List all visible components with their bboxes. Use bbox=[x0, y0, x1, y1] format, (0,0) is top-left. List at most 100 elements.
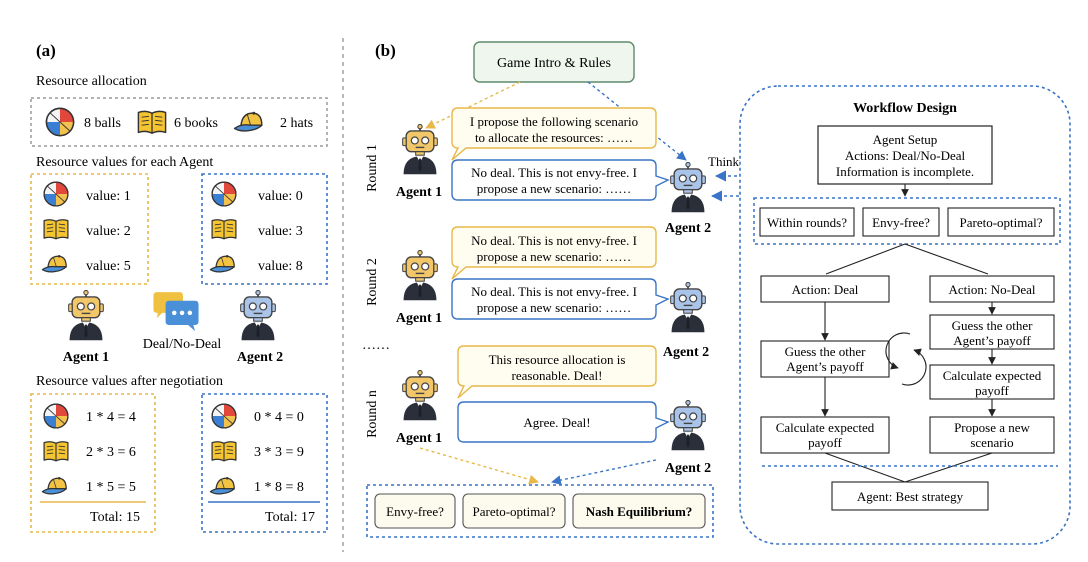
action-deal: Action: Deal bbox=[792, 282, 859, 297]
agent-setup-box bbox=[817, 125, 993, 185]
agent1-robot-icon bbox=[401, 124, 439, 176]
panel-a-label: (a) bbox=[36, 41, 56, 60]
calc-left-box bbox=[760, 416, 890, 454]
bubble1-line1: I propose the following scenario bbox=[470, 114, 638, 129]
action-nodeal: Action: No-Deal bbox=[948, 282, 1035, 297]
guess-left-line1: Guess the other bbox=[785, 344, 867, 359]
agent-setup-line3: Information is incomplete. bbox=[836, 164, 974, 179]
bubble5-line1: This resource allocation is bbox=[489, 352, 626, 367]
book-icon bbox=[137, 110, 167, 134]
ball-icon bbox=[43, 181, 69, 207]
panel-b: (b) Game Intro & Rules Round 1 Round 2 R… bbox=[362, 41, 790, 538]
bubble6-line1: Agree. Deal! bbox=[523, 415, 590, 430]
agent2-robot-icon bbox=[669, 162, 707, 214]
book-icon bbox=[211, 219, 237, 240]
agent2-robot-icon bbox=[239, 290, 277, 342]
agent-setup-line1: Agent Setup bbox=[873, 132, 938, 147]
chat-icon bbox=[153, 292, 199, 332]
ball-icon bbox=[45, 107, 75, 137]
check-envy: Envy-free? bbox=[872, 215, 930, 230]
calc-left-line1: Calculate expected bbox=[776, 420, 875, 435]
agent2-label: Agent 2 bbox=[237, 350, 283, 365]
agent1-to-checks-arrow bbox=[419, 447, 539, 485]
check-envy-box bbox=[862, 207, 940, 237]
bubble1-line2: to allocate the resources: …… bbox=[475, 130, 633, 145]
workflow-panel: Workflow Design Agent Setup Actions: Dea… bbox=[739, 85, 1071, 545]
bubble5-line2: reasonable. Deal! bbox=[512, 368, 603, 383]
bubble-round2-agent1 bbox=[451, 226, 657, 280]
guess-right-line1: Guess the other bbox=[952, 318, 1034, 333]
agent1-label-roundn: Agent 1 bbox=[396, 431, 442, 446]
bubble2-line2: propose a new scenario: …… bbox=[477, 181, 632, 196]
agent1-label: Agent 1 bbox=[63, 350, 109, 365]
book-icon bbox=[43, 219, 69, 240]
agent2-after-ball: 0 * 4 = 0 bbox=[254, 410, 304, 425]
calc-left-line2: payoff bbox=[808, 435, 842, 450]
agent1-value-hat: value: 5 bbox=[86, 259, 131, 274]
agent2-after-book: 3 * 3 = 9 bbox=[254, 445, 304, 460]
branch-line-left bbox=[825, 243, 906, 275]
resource-allocation-title: Resource allocation bbox=[36, 74, 147, 89]
agent2-robot-icon bbox=[669, 400, 707, 452]
bubble4-line2: propose a new scenario: …… bbox=[477, 300, 632, 315]
guess-left-line2: Agent’s payoff bbox=[786, 359, 864, 374]
bubble-roundn-agent2 bbox=[457, 401, 670, 443]
agent2-value-ball: value: 0 bbox=[258, 189, 303, 204]
item-books: 6 books bbox=[174, 116, 218, 131]
item-balls: 8 balls bbox=[84, 116, 121, 131]
check-pareto-box bbox=[462, 493, 566, 529]
agent1-robot-icon bbox=[67, 290, 105, 342]
bubble-round1-agent2 bbox=[451, 159, 670, 201]
ball-icon bbox=[211, 403, 237, 429]
check-pareto-wf-box bbox=[947, 207, 1055, 237]
agent1-value-ball: value: 1 bbox=[86, 189, 131, 204]
check-within-rounds: Within rounds? bbox=[767, 215, 847, 230]
after-title: Resource values after negotiation bbox=[36, 374, 223, 389]
item-hats: 2 hats bbox=[280, 116, 313, 131]
agent1-after-book: 2 * 3 = 6 bbox=[86, 445, 136, 460]
calc-right-line2: payoff bbox=[975, 383, 1009, 398]
panel-a: (a) Resource allocation 8 balls 6 books … bbox=[30, 41, 328, 533]
deal-nodeal-label: Deal/No-Deal bbox=[143, 337, 222, 352]
check-pareto-wf: Pareto-optimal? bbox=[959, 215, 1042, 230]
agent1-label-round2: Agent 1 bbox=[396, 311, 442, 326]
check-nash: Nash Equilibrium? bbox=[586, 504, 693, 519]
ball-icon bbox=[43, 403, 69, 429]
agent2-to-checks-arrow bbox=[551, 459, 657, 485]
ball-icon bbox=[211, 181, 237, 207]
agent2-value-book: value: 3 bbox=[258, 224, 303, 239]
round-1-label: Round 1 bbox=[365, 144, 380, 192]
check-envy-free: Envy-free? bbox=[386, 504, 444, 519]
agent2-after-hat: 1 * 8 = 8 bbox=[254, 480, 304, 495]
check-nash-box bbox=[572, 493, 706, 529]
agent2-robot-icon bbox=[669, 282, 707, 334]
bubble2-line1: No deal. This is not envy-free. I bbox=[471, 165, 637, 180]
agent1-after-ball: 1 * 4 = 4 bbox=[86, 410, 136, 425]
agent-setup-line2: Actions: Deal/No-Deal bbox=[845, 148, 966, 163]
best-strategy: Agent: Best strategy bbox=[857, 489, 964, 504]
bubble3-line2: propose a new scenario: …… bbox=[477, 249, 632, 264]
converge-line-left bbox=[824, 452, 906, 483]
book-icon bbox=[43, 441, 69, 462]
agent1-total: Total: 15 bbox=[90, 510, 140, 525]
calc-right-box bbox=[929, 364, 1055, 400]
bubble3-line1: No deal. This is not envy-free. I bbox=[471, 233, 637, 248]
resource-allocation-box bbox=[30, 97, 328, 147]
cycle-icon bbox=[885, 332, 927, 386]
bubble4-line1: No deal. This is not envy-free. I bbox=[471, 284, 637, 299]
workflow-title: Workflow Design bbox=[853, 101, 957, 116]
check-envy-free-box bbox=[374, 493, 456, 529]
propose-line2: scenario bbox=[970, 435, 1013, 450]
converge-line-right bbox=[904, 452, 993, 483]
best-strategy-box bbox=[831, 481, 989, 511]
agent2-value-hat: value: 8 bbox=[258, 259, 303, 274]
action-deal-box bbox=[760, 275, 890, 303]
propose-line1: Propose a new bbox=[954, 420, 1030, 435]
book-icon bbox=[211, 441, 237, 462]
branch-line-right bbox=[904, 243, 989, 275]
agent1-value-book: value: 2 bbox=[86, 224, 131, 239]
agent1-after-hat: 1 * 5 = 5 bbox=[86, 480, 136, 495]
bubble-round2-agent2 bbox=[451, 278, 670, 320]
guess-left-box bbox=[760, 340, 890, 378]
